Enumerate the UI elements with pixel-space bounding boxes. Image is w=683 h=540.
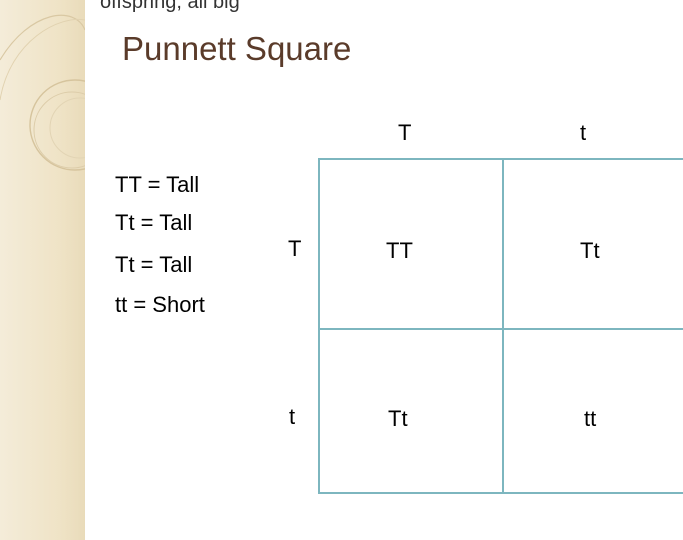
column-header-allele: t xyxy=(580,120,586,146)
legend-item: Tt = Tall xyxy=(115,210,192,236)
grid-cell: Tt xyxy=(580,238,600,264)
decorative-side-bar xyxy=(0,0,85,540)
legend-item: tt = Short xyxy=(115,292,205,318)
legend-item: Tt = Tall xyxy=(115,252,192,278)
column-header-allele: T xyxy=(398,120,411,146)
row-header-allele: T xyxy=(288,236,301,262)
grid-divider-horizontal xyxy=(320,328,683,330)
grid-cell: TT xyxy=(386,238,413,264)
page-title: Punnett Square xyxy=(122,30,351,68)
cutoff-top-text: offspring, all big xyxy=(100,0,240,12)
grid-cell: tt xyxy=(584,406,596,432)
grid-divider-vertical xyxy=(502,160,504,492)
decorative-circles-icon xyxy=(0,0,85,540)
legend-item: TT = Tall xyxy=(115,172,199,198)
grid-cell: Tt xyxy=(388,406,408,432)
row-header-allele: t xyxy=(289,404,295,430)
punnett-grid: TT Tt Tt tt xyxy=(318,158,683,494)
